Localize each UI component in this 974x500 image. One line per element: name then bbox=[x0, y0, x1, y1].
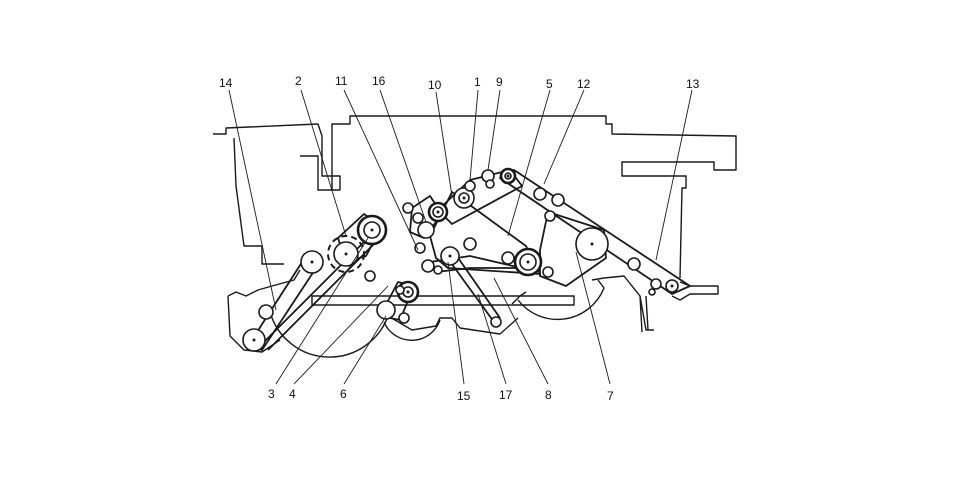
leader-2 bbox=[300, 89, 347, 237]
hub-dot bbox=[506, 174, 510, 178]
leader-1 bbox=[469, 89, 479, 181]
leader-15 bbox=[447, 261, 465, 385]
callout-16: 16 bbox=[372, 74, 386, 88]
leader-3 bbox=[275, 237, 369, 385]
hub-dots bbox=[252, 174, 674, 342]
callout-9: 9 bbox=[496, 75, 503, 89]
pulley-rear-top bbox=[544, 210, 556, 222]
pulley-idler-rear bbox=[627, 257, 641, 271]
underside-outline bbox=[387, 315, 519, 335]
hub-dot bbox=[252, 338, 256, 342]
leader-11 bbox=[343, 89, 419, 251]
frame-rail bbox=[311, 295, 575, 306]
leader-17 bbox=[477, 293, 507, 385]
front-wheel-arc bbox=[269, 311, 389, 358]
pulley-idler-5 bbox=[533, 187, 547, 201]
header-outline bbox=[227, 269, 301, 353]
auger-shaft bbox=[445, 251, 501, 323]
leader-4 bbox=[293, 285, 389, 385]
pulley-middle-left bbox=[414, 242, 426, 254]
pulley-upper-top-9b bbox=[485, 179, 495, 189]
hub-dot bbox=[370, 228, 374, 232]
callout-17: 17 bbox=[499, 388, 513, 402]
callout-2: 2 bbox=[295, 74, 302, 88]
upper-body-outline bbox=[331, 115, 737, 279]
pulley-rear-end-3 bbox=[648, 288, 656, 296]
callout-7: 7 bbox=[607, 389, 614, 403]
hub-dot bbox=[436, 210, 440, 214]
leader-6 bbox=[343, 315, 387, 385]
pulley-auger-end bbox=[490, 316, 502, 328]
pulley-mid-drive-lower bbox=[376, 300, 396, 320]
pulley-rear-bottom bbox=[542, 266, 554, 278]
callout-13: 13 bbox=[686, 77, 700, 91]
leader-5 bbox=[507, 89, 551, 237]
leader-13 bbox=[655, 89, 693, 261]
cab-outline bbox=[213, 123, 341, 191]
pulley-idler-12 bbox=[551, 193, 565, 207]
callout-11: 11 bbox=[335, 74, 348, 88]
callout-10: 10 bbox=[428, 78, 442, 92]
rear-wheel-arc bbox=[517, 279, 605, 321]
pulley-middle-8 bbox=[501, 251, 515, 265]
callout-14: 14 bbox=[219, 76, 233, 90]
hub-dot bbox=[310, 260, 314, 264]
callout-12: 12 bbox=[577, 77, 591, 91]
callout-labels: 14 2 11 16 10 1 9 5 12 13 3 4 6 15 17 8 … bbox=[219, 74, 700, 403]
leader-8 bbox=[493, 277, 549, 385]
cab-front-wall bbox=[233, 137, 284, 265]
leader-7 bbox=[575, 251, 611, 385]
hub-dot bbox=[462, 196, 466, 200]
leader-10 bbox=[435, 91, 453, 197]
hub-dot bbox=[670, 284, 674, 288]
hub-dot bbox=[590, 242, 594, 246]
pulley-upper-16 bbox=[417, 221, 435, 239]
belt-rear-long bbox=[539, 211, 607, 287]
leader-12 bbox=[543, 89, 585, 185]
pulley-mid-drive-small bbox=[398, 312, 410, 324]
callout-3: 3 bbox=[268, 387, 275, 401]
hub-dot bbox=[448, 254, 452, 258]
machine-outline bbox=[213, 115, 737, 358]
callout-8: 8 bbox=[545, 388, 552, 402]
rear-chute bbox=[639, 295, 649, 333]
pulley-upper-left-2 bbox=[412, 212, 424, 224]
pulley-rear-end-2 bbox=[650, 278, 662, 290]
pulley-middle-left-3 bbox=[433, 265, 443, 275]
pulley-mid-drive-small-2 bbox=[395, 285, 405, 295]
hub-dot bbox=[526, 260, 530, 264]
pulley-middle-15 bbox=[463, 237, 477, 251]
hub-dot bbox=[344, 252, 348, 256]
center-wheel-arc bbox=[383, 319, 441, 341]
leader-lines bbox=[228, 89, 693, 385]
callout-15: 15 bbox=[457, 389, 471, 403]
leader-16 bbox=[379, 89, 427, 223]
pulley-feeder-idler bbox=[364, 270, 376, 282]
pulley-upper-left-small bbox=[402, 202, 414, 214]
pulley-front-elevator-mid bbox=[258, 304, 274, 320]
leader-14 bbox=[228, 89, 277, 311]
callout-4: 4 bbox=[289, 387, 296, 401]
pulley-middle-left-2 bbox=[421, 259, 435, 273]
callout-6: 6 bbox=[340, 387, 347, 401]
rear-wheel-top bbox=[511, 277, 605, 305]
leader-9 bbox=[487, 89, 501, 171]
hub-dot bbox=[406, 290, 410, 294]
callout-5: 5 bbox=[546, 77, 553, 91]
callout-1: 1 bbox=[474, 75, 481, 89]
pulley-upper-top-1 bbox=[464, 180, 476, 192]
